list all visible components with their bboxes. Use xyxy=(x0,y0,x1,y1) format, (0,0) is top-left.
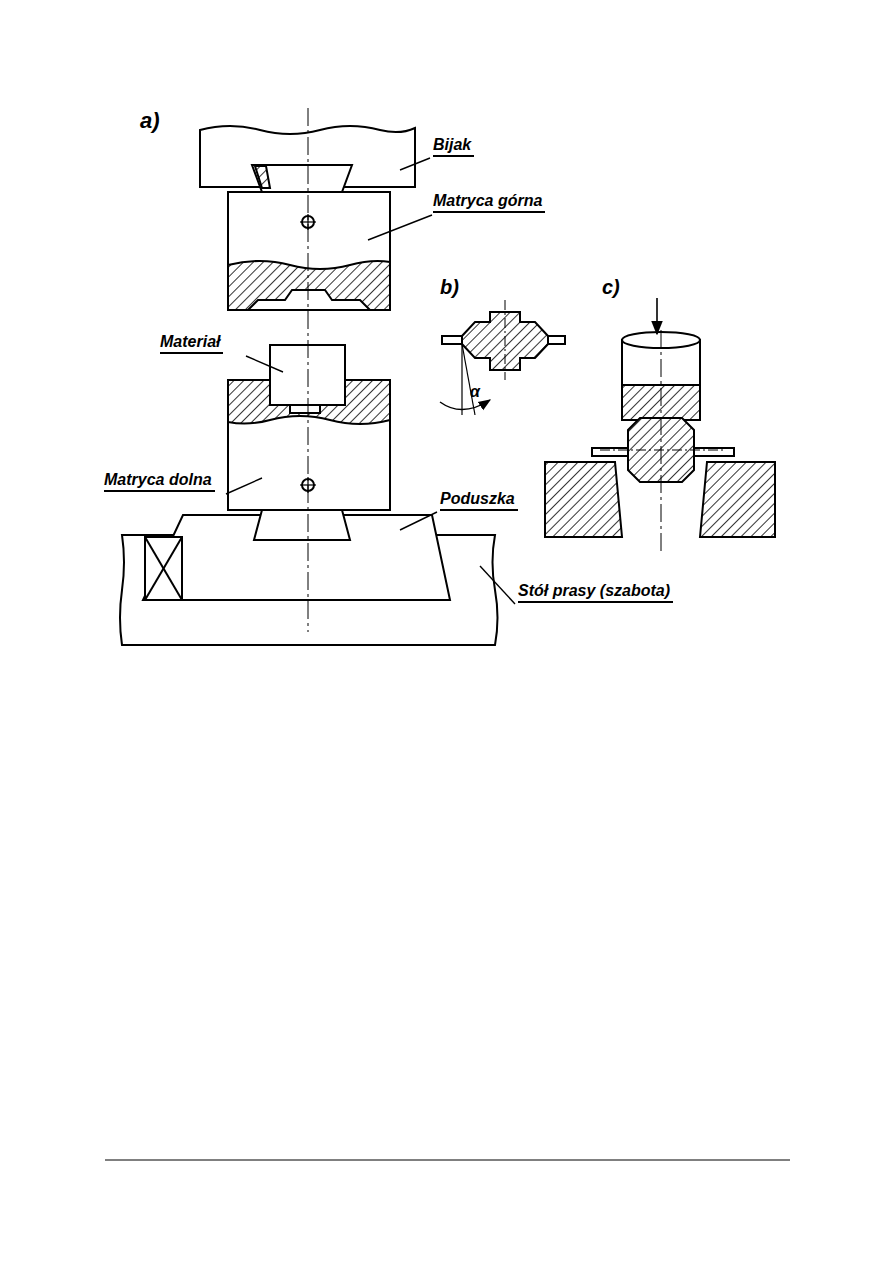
part-label: a) xyxy=(140,108,160,133)
drawing-path xyxy=(228,261,390,310)
drawing-line xyxy=(462,344,475,415)
figure-c xyxy=(545,298,775,552)
drawing-path xyxy=(440,400,490,410)
part-label: Materiał xyxy=(160,333,223,354)
part-label: Bijak xyxy=(433,136,474,157)
drawing-rect xyxy=(145,537,182,600)
drawing-path xyxy=(248,290,370,310)
part-label: Stół prasy (szabota) xyxy=(518,582,673,603)
drawing-line xyxy=(368,215,432,240)
drawing-polygon xyxy=(545,462,622,537)
part-label: α xyxy=(470,383,480,401)
part-label: Poduszka xyxy=(440,490,518,511)
drawing-rect xyxy=(228,192,390,310)
drawing-line xyxy=(505,300,506,380)
drawing-line xyxy=(226,478,262,494)
drawing-line xyxy=(461,344,462,415)
drawing-rect xyxy=(290,405,320,413)
drawing-polygon xyxy=(255,166,270,188)
drawing-line xyxy=(480,566,515,604)
figure-a xyxy=(120,108,498,645)
drawing-polygon xyxy=(700,462,775,537)
drawing-line xyxy=(400,158,430,170)
drawing-polygon xyxy=(252,165,352,192)
part-label: Matryca górna xyxy=(433,192,545,213)
drawing-line xyxy=(400,512,437,530)
drawing-rect xyxy=(694,448,734,456)
part-label: b) xyxy=(440,276,459,299)
drawing-rect xyxy=(442,336,462,344)
part-label: Matryca dolna xyxy=(104,471,215,492)
part-label: c) xyxy=(602,276,620,299)
drawing-line xyxy=(246,356,283,372)
leader-lines xyxy=(226,158,515,604)
drawing-line xyxy=(656,298,658,334)
drawing-rect xyxy=(592,448,628,456)
drawing-line xyxy=(600,450,725,451)
drawing-line xyxy=(308,108,309,632)
drawing-line xyxy=(145,537,182,600)
page-rule xyxy=(105,1160,790,1161)
figure-b xyxy=(440,300,565,415)
drawing-polygon xyxy=(254,510,350,540)
drawing-line xyxy=(661,330,662,552)
drawing-line xyxy=(145,537,182,600)
